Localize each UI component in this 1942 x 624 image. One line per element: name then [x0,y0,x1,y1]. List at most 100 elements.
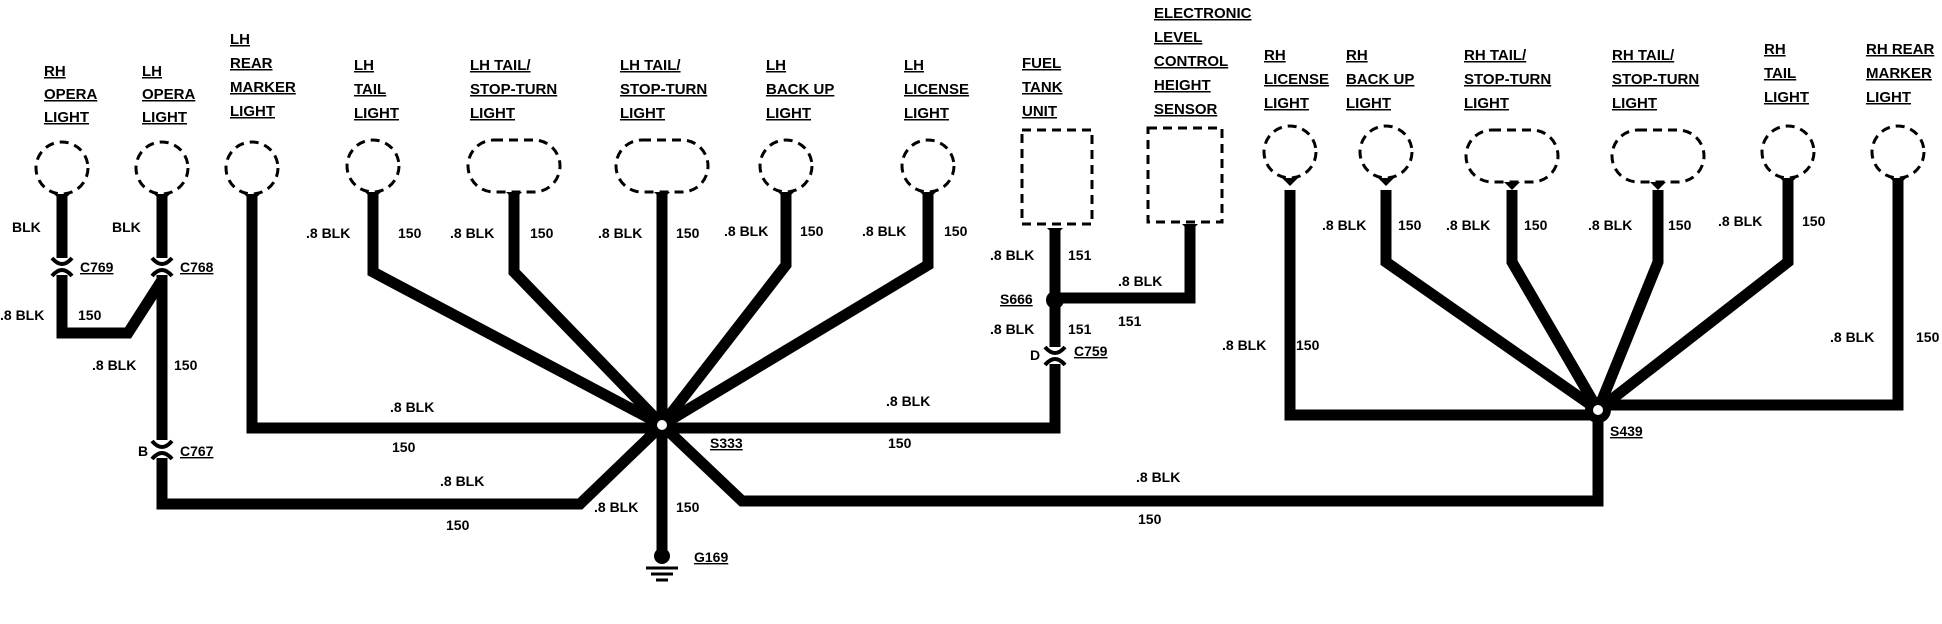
wire-circuit-label: 150 [392,439,416,455]
lh-opera-light-label-1: LH [142,63,162,80]
lh-tail-stop-turn-2-label-3: LIGHT [620,105,665,122]
lh-tail-stop-turn-1-label-3: LIGHT [470,105,515,122]
wire-circuit-label: 150 [676,225,700,241]
wire-color-label: .8 BLK [92,357,136,373]
wire-color-label: .8 BLK [862,223,906,239]
fuel-tank-label-2: TANK [1022,79,1063,96]
wire-color-label: .8 BLK [990,321,1034,337]
lh-tail-light-symbol [345,138,401,194]
rh-license-label-2: LICENSE [1264,71,1329,88]
wire-c767-to-s333 [156,421,666,510]
wire-color-label: .8 BLK [1446,217,1490,233]
wire-lh-rear-marker [246,194,662,434]
wire-circuit-label: 150 [1916,329,1940,345]
wire-lh-tail-stop-turn-1 [508,192,666,429]
lh-tail-light-label-2: TAIL [354,81,386,98]
wire-circuit-label: 151 [1068,247,1092,263]
lh-rear-marker-label-1: LH [230,31,250,48]
wire-circuit-label: 150 [944,223,968,239]
lh-license-light-symbol [900,138,956,194]
wire-rh-license [1284,190,1598,421]
rh-rear-marker-light-symbol [1870,124,1926,180]
rh-tail-stop-turn-1-label-3: LIGHT [1464,95,1509,112]
splice-s666-dot [1046,291,1064,309]
rh-tail-stop-turn-light-2-symbol [1610,128,1706,184]
wire-color-label: .8 BLK [594,499,638,515]
wire-color-label: .8 BLK [990,247,1034,263]
lh-back-up-label-1: LH [766,57,786,74]
lh-license-label-2: LICENSE [904,81,969,98]
rh-tail-light-label-1: RH [1764,41,1786,58]
connector-c759-pin-label: D [1030,347,1040,363]
splice-s666-label: S666 [1000,291,1033,307]
wire-rh-tail-stop-turn-2 [1592,190,1664,413]
wire-circuit-label: 150 [800,223,824,239]
lh-rear-marker-label-2: REAR [230,55,273,72]
height-sensor-symbol [1146,126,1224,224]
wire-color-label: .8 BLK [1322,217,1366,233]
rh-license-label-1: RH [1264,47,1286,64]
rh-rear-marker-label-1: RH REAR [1866,41,1935,58]
wire-rh-rear-marker [1598,178,1904,411]
wire-circuit-label: 150 [888,435,912,451]
lh-tail-stop-turn-light-2-symbol [614,138,710,194]
reference-labels: C769 C768 B C767 D C759 S333 S666 S439 G… [80,259,1643,565]
rh-license-label-3: LIGHT [1264,95,1309,112]
lh-back-up-label-2: BACK UP [766,81,834,98]
connector-c759-label: C759 [1074,343,1108,359]
wire-rh-back-up [1380,190,1602,415]
wire-color-label: .8 BLK [0,307,44,323]
wire-circuit-label: 150 [174,357,198,373]
wire-lh-license [659,192,934,430]
wire-color-label: BLK [112,219,141,235]
lh-opera-light-symbol [134,140,190,196]
lh-tail-light-label-1: LH [354,57,374,74]
wire-color-label: .8 BLK [1588,217,1632,233]
rh-back-up-light-symbol [1358,124,1414,180]
height-sensor-label-5: SENSOR [1154,101,1218,118]
wire-circuit-label: 150 [446,517,470,533]
wire-color-label: .8 BLK [1830,329,1874,345]
wire-circuit-label: 150 [1668,217,1692,233]
height-sensor-label-3: CONTROL [1154,53,1228,70]
wire-color-label: .8 BLK [1136,469,1180,485]
wire-circuit-label: 150 [676,499,700,515]
rh-rear-marker-label-2: MARKER [1866,65,1932,82]
lh-tail-stop-turn-light-1-symbol [466,138,562,194]
lh-rear-marker-label-4: LIGHT [230,103,275,120]
wire-rh-opera-light [56,194,167,339]
rh-tail-stop-turn-1-label-2: STOP-TURN [1464,71,1551,88]
wire-color-label: BLK [12,219,41,235]
rh-opera-light-label-2: OPERA [44,86,98,103]
wire-color-label: .8 BLK [886,393,930,409]
lh-back-up-light-symbol [758,138,814,194]
height-sensor-label-4: HEIGHT [1154,77,1211,94]
lh-opera-light-label-3: LIGHT [142,109,187,126]
splice-s333-label: S333 [710,435,743,451]
rh-tail-stop-turn-1-label-1: RH TAIL/ [1464,47,1527,64]
lh-tail-stop-turn-1-label-1: LH TAIL/ [470,57,531,74]
wire-color-label: .8 BLK [450,225,494,241]
rh-opera-light-label-3: LIGHT [44,109,89,126]
rh-tail-stop-turn-2-label-2: STOP-TURN [1612,71,1699,88]
rh-opera-light-symbol [34,140,90,196]
wire-labels: BLK BLK .8 BLK 150 .8 BLK 150 .8 BLK 150… [0,213,1940,533]
connector-c768-label: C768 [180,259,214,275]
wire-lh-tail-light [367,192,665,430]
lh-license-label-1: LH [904,57,924,74]
lh-back-up-label-3: LIGHT [766,105,811,122]
rh-rear-marker-label-3: LIGHT [1866,89,1911,106]
rh-tail-stop-turn-light-1-symbol [1464,128,1560,184]
lh-rear-marker-label-3: MARKER [230,79,296,96]
rh-back-up-label-2: BACK UP [1346,71,1414,88]
height-sensor-label-2: LEVEL [1154,29,1202,46]
connector-c769-label: C769 [80,259,114,275]
wire-circuit-label: 150 [78,307,102,323]
connector-symbols [50,256,1067,461]
fuel-tank-label-3: UNIT [1022,103,1057,120]
rh-back-up-label-3: LIGHT [1346,95,1391,112]
wire-s333-to-s439 [658,410,1604,507]
wire-circuit-label: 150 [1296,337,1320,353]
wire-circuit-label: 150 [1138,511,1162,527]
wire-circuit-label: 151 [1068,321,1092,337]
